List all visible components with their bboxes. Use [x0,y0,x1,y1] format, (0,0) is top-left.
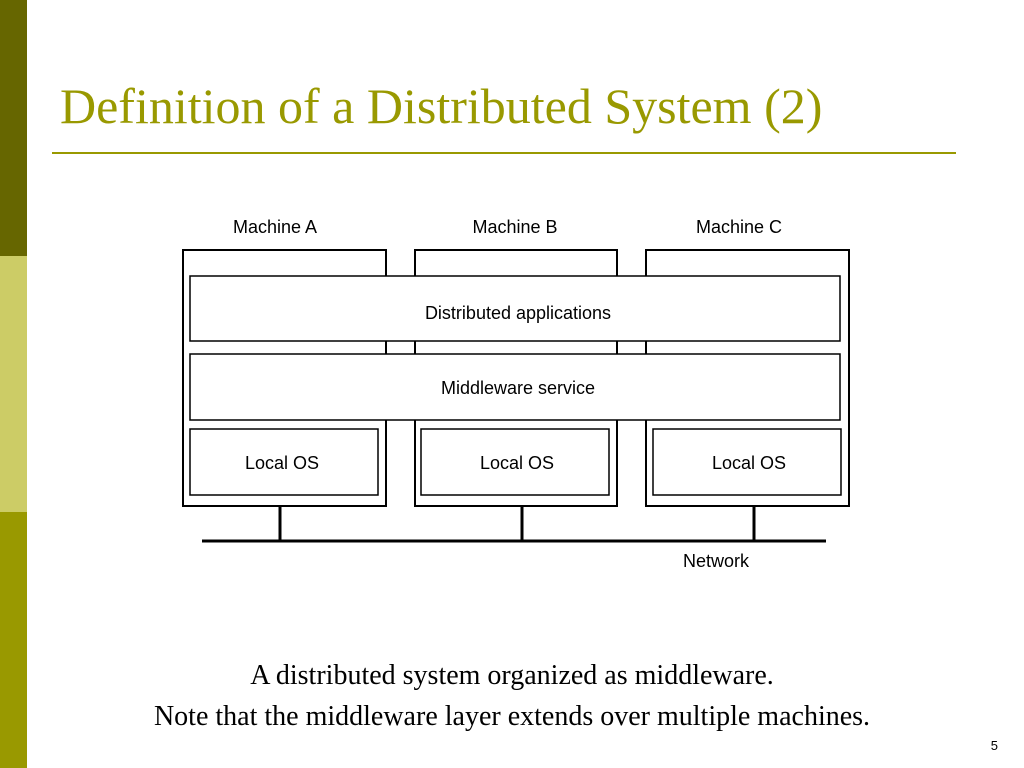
title-underline [52,152,956,154]
sidebar-band-middle [0,256,27,512]
page-number: 5 [990,738,998,753]
machine-a-label: Machine A [233,217,317,237]
machine-b-label: Machine B [472,217,557,237]
local-os-a-label: Local OS [245,453,319,473]
caption-line-1: A distributed system organized as middle… [250,660,774,691]
local-os-a-box [189,428,379,496]
local-os-c-box [652,428,842,496]
machine-c-label: Machine C [696,217,782,237]
network-label: Network [683,551,750,571]
slide-title: Definition of a Distributed System (2) [60,78,823,134]
applications-layer [189,275,841,342]
middleware-layer [189,353,841,421]
local-os-b-box [420,428,610,496]
sidebar-band-bottom [0,512,27,768]
sidebar-band-top [0,0,27,256]
caption-line-2: Note that the middleware layer extends o… [153,701,871,732]
local-os-c-label: Local OS [712,453,786,473]
applications-layer-label: Distributed applications [425,303,611,323]
middleware-layer-label: Middleware service [441,378,595,398]
local-os-b-label: Local OS [480,453,554,473]
